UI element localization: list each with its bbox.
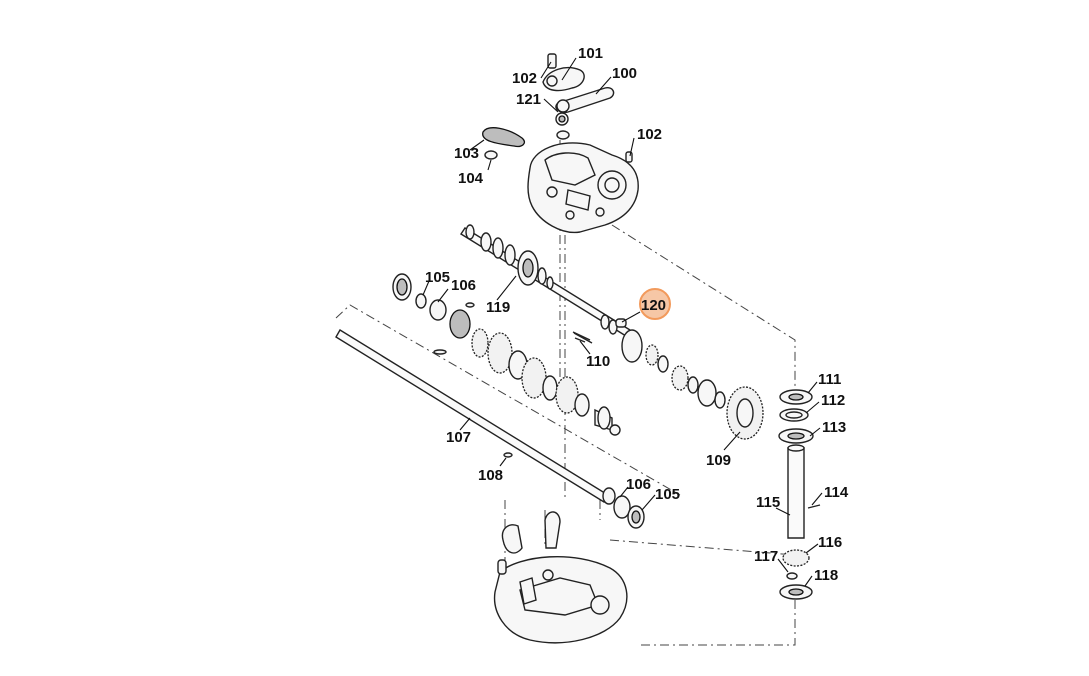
callout-102-top[interactable]: 102 <box>512 70 537 87</box>
callout-101[interactable]: 101 <box>578 45 603 62</box>
callout-117[interactable]: 117 <box>754 548 778 565</box>
callout-121[interactable]: 121 <box>516 91 541 108</box>
callout-109[interactable]: 109 <box>706 452 731 469</box>
input-shaft-assembly <box>460 224 631 344</box>
top-lever-assembly <box>542 53 615 140</box>
callout-104[interactable]: 104 <box>458 170 484 187</box>
lower-gearbox-housing <box>493 511 628 644</box>
callout-112[interactable]: 112 <box>821 392 845 409</box>
callout-113[interactable]: 113 <box>822 419 846 436</box>
callout-107[interactable]: 107 <box>446 429 471 446</box>
callout-105-left[interactable]: 105 <box>425 269 450 286</box>
left-bearing-set <box>392 273 475 355</box>
shift-handle <box>482 127 526 160</box>
right-bearing-set <box>602 487 645 529</box>
countershaft-gears <box>574 329 764 440</box>
callout-114[interactable]: 114 <box>824 484 849 501</box>
callout-119[interactable]: 119 <box>486 299 510 316</box>
upper-gearbox-housing <box>527 142 639 234</box>
callout-103[interactable]: 103 <box>454 145 479 162</box>
callout-106-left[interactable]: 106 <box>451 277 476 294</box>
callout-120[interactable]: 120 <box>641 297 666 314</box>
callout-110[interactable]: 110 <box>586 353 610 370</box>
callout-116[interactable]: 116 <box>818 534 842 551</box>
callout-118[interactable]: 118 <box>814 567 838 584</box>
highlight-marker <box>639 288 671 320</box>
leader-lines <box>422 57 823 587</box>
callout-105-right[interactable]: 105 <box>655 486 680 503</box>
gear-stack <box>471 328 621 436</box>
callout-111[interactable]: 111 <box>818 371 841 388</box>
vertical-shaft-assembly <box>778 389 821 600</box>
callout-102-housing[interactable]: 102 <box>637 126 662 143</box>
callout-100[interactable]: 100 <box>612 65 637 82</box>
output-shaft <box>335 329 609 503</box>
callout-106-right[interactable]: 106 <box>626 476 651 493</box>
callout-108[interactable]: 108 <box>478 467 503 484</box>
callout-labels: 101 100 102 121 102 103 104 105 106 119 … <box>425 45 849 584</box>
callout-115[interactable]: 115 <box>756 494 780 511</box>
small-pins <box>503 331 591 458</box>
